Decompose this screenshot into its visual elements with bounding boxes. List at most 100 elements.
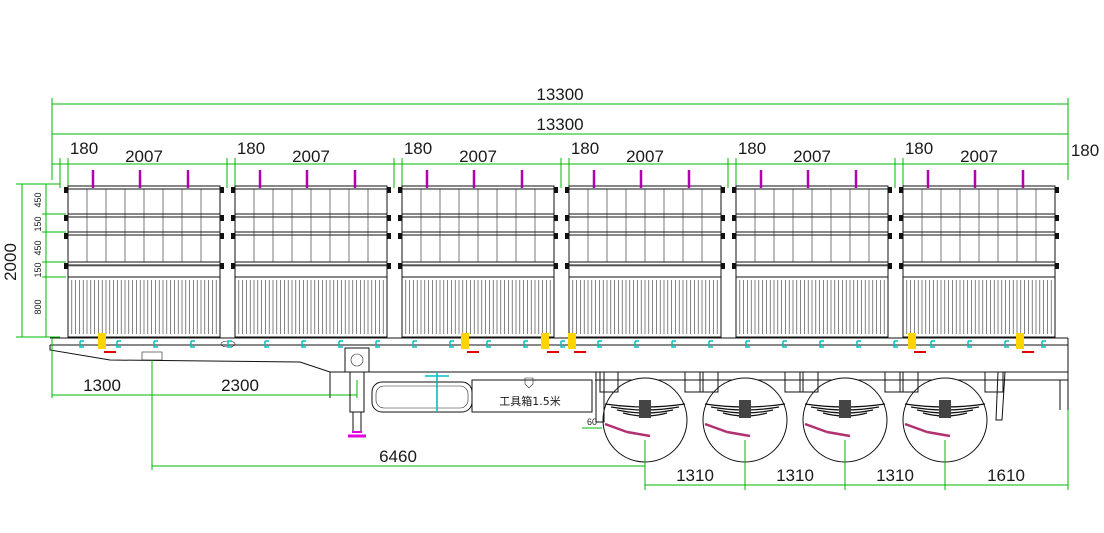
total-height-label: 2000 (1, 243, 20, 281)
stake-pocket (554, 263, 558, 269)
rail-spacing-top-label: 450 (33, 192, 43, 207)
marker-lamp (98, 333, 106, 349)
landing-gear (344, 347, 370, 438)
cargo-bay (899, 170, 1059, 338)
rope-hook (153, 340, 158, 348)
kingpin (141, 351, 163, 361)
hanger-bracket (784, 371, 804, 393)
stake-pocket (565, 187, 569, 193)
stake-pocket (554, 215, 558, 221)
hanger-bracket (799, 371, 819, 393)
marker-lamp (461, 333, 469, 349)
stake-pocket (64, 215, 68, 221)
stake-pocket (888, 263, 892, 269)
stake-pocket (899, 215, 903, 221)
rope-hook (597, 340, 602, 348)
cargo-body-bays (64, 170, 1059, 338)
stake-pocket (721, 187, 725, 193)
rope-hook (227, 340, 232, 348)
marker-lamp (568, 333, 576, 349)
rope-hook (634, 340, 639, 348)
stake-pocket (899, 263, 903, 269)
rope-hook (782, 340, 787, 348)
stake-pocket (565, 263, 569, 269)
suspension-detail-label: 60 (587, 417, 597, 427)
cargo-bay (398, 170, 558, 338)
stake-pocket (899, 233, 903, 239)
rope-hook (671, 340, 676, 348)
axle-assembly (899, 371, 1004, 463)
axle-hub (939, 400, 951, 418)
rail-spacing-low-small-label: 150 (33, 262, 43, 277)
torque-arm (904, 422, 928, 434)
stake-pocket (554, 233, 558, 239)
stake-pocket (1055, 233, 1059, 239)
bay-gap-label: 180 (905, 139, 933, 158)
cargo-bay (231, 170, 391, 338)
bay-gap-label: 180 (738, 139, 766, 158)
rope-hook (893, 340, 898, 348)
side-rail (735, 261, 889, 266)
stake-pocket (220, 187, 224, 193)
stake-pocket (231, 215, 235, 221)
bay-length-label: 2007 (793, 147, 831, 166)
side-rail (902, 185, 1056, 190)
stake-pocket (387, 215, 391, 221)
toolbox-label: 工具箱1.5米 (499, 394, 561, 408)
axle-hub (639, 400, 651, 418)
axle-assembly (599, 371, 704, 463)
rope-hook (449, 340, 454, 348)
side-rail (902, 261, 1056, 266)
stake-pocket (732, 187, 736, 193)
rope-hook (856, 340, 861, 348)
stake-pocket (732, 233, 736, 239)
front-to-kingpin-label: 1300 (83, 376, 121, 395)
bay-length-label: 2007 (626, 147, 664, 166)
hanger-bracket (884, 371, 904, 393)
stake-pocket (398, 263, 402, 269)
stake-pocket (565, 215, 569, 221)
overall-length-dimension-second: 13300 (52, 115, 1068, 135)
rope-hook (338, 340, 343, 348)
rope-hook (190, 340, 195, 348)
axle-dimensions: 6460 1310 1310 1310 1610 60 (152, 410, 1069, 490)
hanger-bracket (699, 371, 719, 393)
stake-pocket (721, 233, 725, 239)
torque-arm (804, 422, 828, 434)
stake-pocket (732, 215, 736, 221)
hanger-bracket (684, 371, 704, 393)
torque-arm (704, 422, 728, 434)
stake-pocket (1055, 215, 1059, 221)
stake-pocket (899, 187, 903, 193)
running-gear (595, 371, 1006, 463)
torque-arm (626, 430, 651, 438)
rope-hook (708, 340, 713, 348)
side-rail (735, 185, 889, 190)
axle-spacing-3-label: 1310 (876, 466, 914, 485)
kingpin-to-landing-gear-label: 2300 (221, 376, 259, 395)
stake-pocket (64, 263, 68, 269)
cargo-bay (732, 170, 892, 338)
stake-pocket (220, 233, 224, 239)
stake-pocket (387, 187, 391, 193)
axle-assembly (699, 371, 804, 463)
side-rail (67, 185, 221, 190)
mudguard-bracket (595, 371, 605, 423)
cargo-bay (64, 170, 224, 338)
torque-arm (726, 430, 751, 438)
axle-spacing-2-label: 1310 (776, 466, 814, 485)
bay-length-label: 2007 (125, 147, 163, 166)
stake-pocket (721, 263, 725, 269)
rail-spacing-mid-label: 450 (33, 240, 43, 255)
bay-gap-label: 180 (70, 139, 98, 158)
rope-hook (930, 340, 935, 348)
stake-pocket (231, 187, 235, 193)
rope-hook (116, 340, 121, 348)
stake-pocket (888, 215, 892, 221)
stake-pocket (1055, 187, 1059, 193)
bay-gap-label: 180 (571, 139, 599, 158)
rear-overhang-label: 1610 (987, 466, 1025, 485)
stake-pocket (387, 233, 391, 239)
torque-arm (826, 430, 851, 438)
